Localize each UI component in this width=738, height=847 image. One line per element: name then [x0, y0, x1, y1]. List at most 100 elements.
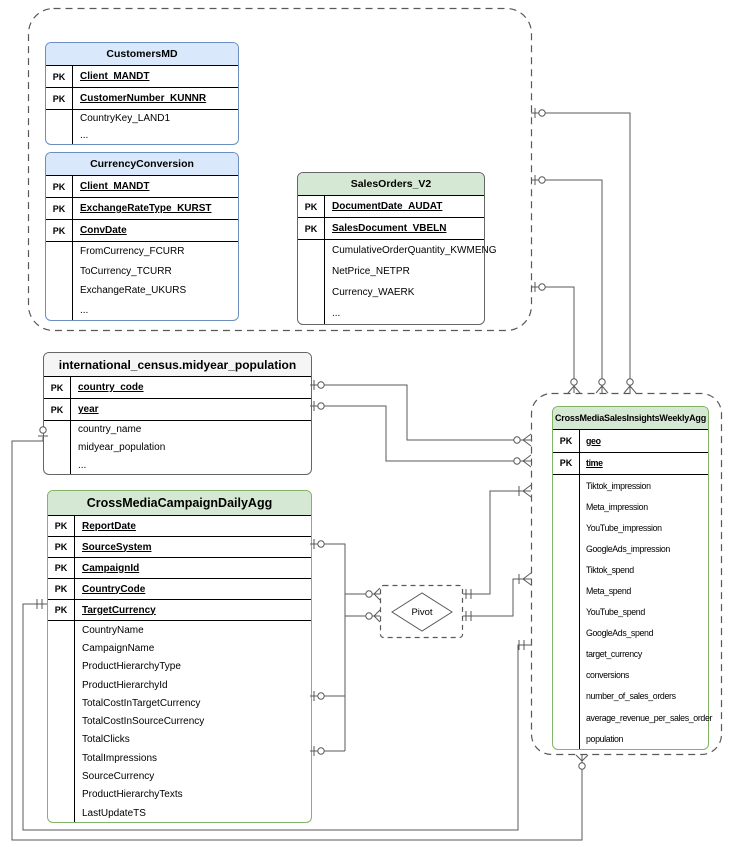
table-row[interactable]: Tiktok_spend — [553, 559, 708, 581]
pk-cell — [298, 261, 325, 282]
table-row[interactable]: Meta_impression — [553, 496, 708, 518]
table-row[interactable]: FromCurrency_FCURR — [46, 242, 238, 262]
table-row[interactable]: average_revenue_per_sales_order — [553, 707, 712, 729]
field-name: ProductHierarchyType — [82, 661, 181, 673]
field-name: Meta_spend — [586, 586, 631, 597]
table-row[interactable]: YouTube_impression — [553, 517, 708, 539]
table-row[interactable]: conversions — [553, 664, 708, 686]
table-row[interactable]: ExchangeRate_UKURS — [46, 281, 238, 301]
table-row[interactable]: ToCurrency_TCURR — [46, 261, 238, 281]
table-row[interactable]: CountryName — [48, 621, 311, 640]
pk-cell — [48, 767, 75, 786]
table-row[interactable]: TotalCostInTargetCurrency — [48, 694, 311, 713]
field-name: country_name — [78, 424, 142, 436]
table-row[interactable]: target_currency — [553, 643, 708, 665]
table-row[interactable]: GoogleAds_impression — [553, 538, 708, 560]
edge-pivot-out-2[interactable] — [463, 578, 531, 617]
table-row[interactable]: number_of_sales_orders — [553, 685, 708, 708]
field-name: Client_MANDT — [80, 181, 150, 192]
pk-cell — [46, 110, 73, 127]
edge-pivot-out-1[interactable] — [463, 490, 531, 595]
pk-cell — [46, 281, 73, 301]
field-name: DocumentDate_AUDAT — [332, 201, 443, 212]
table-row[interactable]: SourceCurrency — [48, 767, 311, 786]
pk-cell — [46, 300, 73, 320]
field-name: ... — [80, 130, 89, 141]
table-row[interactable]: ProductHierarchyId — [48, 675, 311, 695]
table-row[interactable]: ... — [46, 127, 238, 144]
table-row[interactable]: LastUpdateTS — [48, 803, 311, 823]
field-name: ... — [80, 304, 89, 316]
pk-cell — [48, 621, 75, 640]
table-row[interactable]: TotalClicks — [48, 730, 311, 750]
pivot-container[interactable] — [379, 584, 464, 639]
table-row[interactable]: ProductHierarchyTexts — [48, 785, 311, 804]
table-row[interactable]: YouTube_spend — [553, 601, 708, 623]
pk-cell — [553, 728, 580, 750]
table-row[interactable]: TotalCostInSourceCurrency — [48, 712, 311, 731]
table-row[interactable]: ProductHierarchyType — [48, 657, 311, 676]
pk-cell: PK — [46, 176, 73, 197]
table-title: CurrencyConversion — [46, 153, 238, 176]
pivot-node[interactable]: Pivot — [391, 592, 453, 632]
field-name: TotalCostInTargetCurrency — [82, 697, 201, 709]
edge-campaign-sourcesystem[interactable] — [310, 543, 346, 751]
table-row[interactable]: NetPrice_NETPR — [298, 261, 484, 282]
table-row[interactable]: CampaignName — [48, 639, 311, 658]
table-row[interactable]: PK Client_MANDT — [46, 176, 238, 198]
table-row[interactable]: Tiktok_impression — [553, 475, 708, 497]
pk-cell — [553, 580, 580, 602]
pivot-diamond[interactable] — [391, 592, 453, 632]
pk-cell: PK — [298, 218, 325, 239]
field-name: number_of_sales_orders — [586, 691, 676, 702]
table-row[interactable]: GoogleAds_spend — [553, 622, 708, 644]
pk-cell: PK — [46, 88, 73, 109]
field-name: average_revenue_per_sales_order — [586, 712, 713, 723]
field-name: TotalImpressions — [82, 752, 158, 764]
pk-cell: PK — [46, 220, 73, 241]
field-name: ProductHierarchyTexts — [82, 789, 183, 801]
edge-top-group-3[interactable] — [531, 286, 575, 393]
pk-cell — [553, 475, 580, 497]
field-name: CumulativeOrderQuantity_KWMENG — [332, 245, 497, 256]
edge-census-country-code[interactable] — [310, 384, 531, 441]
edge-top-group-1[interactable] — [531, 112, 631, 393]
table-row[interactable]: midyear_population — [44, 438, 311, 457]
pk-cell — [48, 639, 75, 658]
table-row[interactable]: Meta_spend — [553, 580, 708, 602]
table-row[interactable]: CountryKey_LAND1 — [46, 110, 238, 127]
table-row[interactable]: population — [553, 728, 708, 750]
table-row[interactable]: ... — [44, 456, 311, 475]
table-midyear-population[interactable]: international_census.midyear_population … — [43, 352, 312, 476]
pk-cell — [44, 438, 71, 457]
table-row[interactable]: Currency_WAERK — [298, 282, 484, 303]
table-row[interactable]: ... — [298, 303, 484, 324]
pk-cell: PK — [48, 558, 75, 578]
table-row[interactable]: CumulativeOrderQuantity_KWMENG — [298, 240, 497, 261]
edge-census-year[interactable] — [310, 405, 531, 462]
edge-top-group-2[interactable] — [531, 179, 603, 393]
table-row[interactable]: country_name — [44, 421, 311, 439]
table-row[interactable]: TotalImpressions — [48, 749, 311, 768]
table-row[interactable]: ... — [46, 300, 238, 320]
